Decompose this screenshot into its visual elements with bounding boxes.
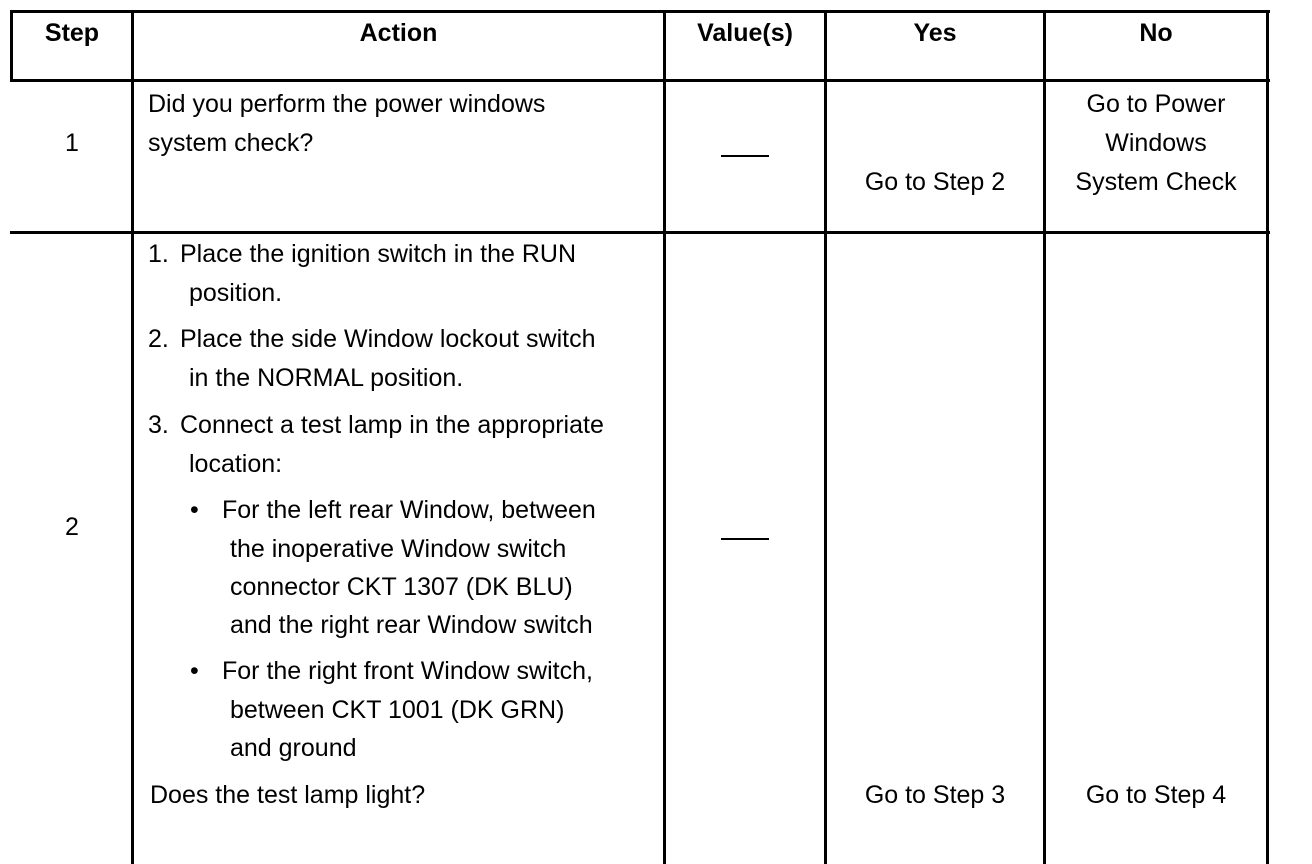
row2-item2-number: 2. <box>148 325 169 353</box>
row2-bullet2-line1: For the right front Window switch, <box>222 657 593 685</box>
row2-bullet2-marker: • <box>190 657 199 685</box>
header-no: No <box>1139 19 1173 47</box>
row2-bullet1-marker: • <box>190 496 199 524</box>
row2-item2-line2: in the NORMAL position. <box>189 364 464 392</box>
row2-item1-line2: position. <box>189 279 283 307</box>
row2-item2-line1: Place the side Window lockout switch <box>180 325 596 353</box>
table-top-border <box>10 10 1270 13</box>
row1-no-line1: Go to Power <box>1086 90 1226 118</box>
header-step: Step <box>44 19 100 47</box>
header-yes: Yes <box>913 19 957 47</box>
row1-yes: Go to Step 2 <box>864 168 1006 196</box>
row1-value-dash <box>721 155 769 157</box>
header-values: Value(s) <box>697 19 793 47</box>
row2-item3-line2: location: <box>189 450 283 478</box>
col-divider-values-yes <box>824 10 827 864</box>
row2-value-dash <box>721 538 769 540</box>
row2-bullet2-line2: between CKT 1001 (DK GRN) <box>230 696 565 724</box>
row2-step: 2 <box>65 513 79 541</box>
col-divider-action-values <box>663 10 666 864</box>
row1-action-line2: system check? <box>148 129 314 157</box>
header-action: Action <box>359 19 438 47</box>
row2-bullet1-line3: connector CKT 1307 (DK BLU) <box>230 573 573 601</box>
col-divider-left <box>10 10 13 80</box>
col-divider-step-action <box>131 10 134 864</box>
row2-item3-line1: Connect a test lamp in the appropriate <box>180 411 604 439</box>
row2-item1-line1: Place the ignition switch in the RUN <box>180 240 577 268</box>
row2-question: Does the test lamp light? <box>150 781 426 809</box>
row1-bottom-border <box>10 231 1270 234</box>
row2-bullet2-line3: and ground <box>230 734 357 762</box>
col-divider-yes-no <box>1043 10 1046 864</box>
row2-no: Go to Step 4 <box>1085 781 1227 809</box>
row2-bullet1-line1: For the left rear Window, between <box>222 496 596 524</box>
row1-action-line1: Did you perform the power windows <box>148 90 546 118</box>
row1-no-line3: System Check <box>1075 168 1237 196</box>
header-bottom-border <box>10 79 1270 82</box>
row2-bullet1-line2: the inoperative Window switch <box>230 535 567 563</box>
row2-item3-number: 3. <box>148 411 169 439</box>
col-divider-right <box>1266 10 1269 864</box>
row2-bullet1-line4: and the right rear Window switch <box>230 611 593 639</box>
row1-no-line2: Windows <box>1105 129 1207 157</box>
row1-step: 1 <box>65 129 79 157</box>
row2-yes: Go to Step 3 <box>864 781 1006 809</box>
row2-item1-number: 1. <box>148 240 169 268</box>
